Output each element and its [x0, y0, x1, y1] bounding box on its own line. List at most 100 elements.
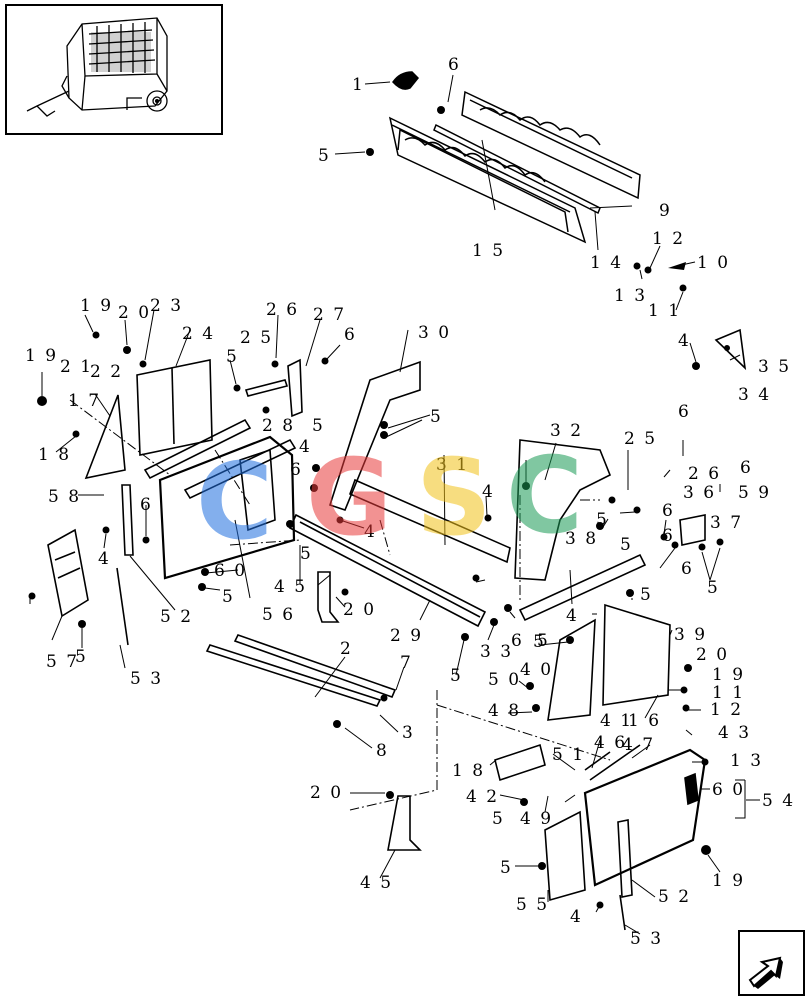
callout-label: 7: [400, 653, 413, 673]
right-side-parts: [387, 439, 707, 931]
callout-label: 2 9: [390, 626, 423, 646]
callout-label: 5: [640, 585, 653, 605]
callout-label: 5 7: [46, 652, 79, 672]
callout-label: 1 7: [68, 391, 101, 411]
callout-label: 1 2: [710, 700, 743, 720]
part-34-plate: [714, 328, 747, 371]
callout-label: 4 1: [600, 711, 633, 731]
callout-label: 5 3: [630, 929, 663, 949]
next-page-arrow-button[interactable]: [738, 930, 805, 996]
callout-label: 5 3: [130, 669, 163, 689]
callout-label: 5: [318, 146, 331, 166]
callout-label: 1 9: [80, 296, 113, 316]
callout-label: 1: [352, 75, 365, 95]
callout-label: 4: [678, 331, 691, 351]
callout-label: 1 0: [697, 253, 730, 273]
callout-label: 4 5: [360, 873, 393, 893]
callout-label: 4: [98, 549, 111, 569]
watermark-letter-g: G: [306, 437, 393, 559]
part-34-hole: [724, 345, 730, 351]
callout-label: 5 5: [516, 895, 549, 915]
callout-label: 6: [448, 55, 461, 75]
callout-label: 4 6: [594, 733, 627, 753]
callout-label: 4: [364, 522, 377, 542]
callout-label: 6: [344, 325, 357, 345]
arrow-icon: [748, 956, 783, 989]
callout-label: 2 6: [266, 300, 299, 320]
callout-label: 6: [678, 402, 691, 422]
callout-label: 4 3: [718, 723, 751, 743]
callout-label: 5: [430, 407, 443, 427]
callout-label: 6: [740, 458, 753, 478]
callout-label: 2 5: [624, 429, 657, 449]
callout-label: 1 2: [652, 229, 685, 249]
callout-label: 4 8: [488, 701, 521, 721]
callout-label: 2 7: [313, 305, 346, 325]
callout-label: 6: [140, 495, 153, 515]
callout-label: 3 9: [674, 625, 707, 645]
callout-label: 5: [75, 647, 88, 667]
callout-label: 5: [596, 510, 609, 530]
leader-lines: [29, 74, 760, 935]
callout-label: 6: [290, 460, 303, 480]
callout-label: 3 2: [550, 421, 583, 441]
callout-label: 4 0: [520, 660, 553, 680]
callout-label: 5: [492, 809, 505, 829]
callout-label: 6: [662, 501, 675, 521]
callout-label: 5 2: [658, 887, 691, 907]
callout-label: 4: [482, 482, 495, 502]
callout-label: 1 5: [472, 241, 505, 261]
front-hardware: [366, 106, 700, 370]
callout-label: 4: [570, 907, 583, 927]
callout-label: 5: [222, 587, 235, 607]
watermark-letter-c2: C: [506, 435, 584, 557]
callout-label: 5: [450, 666, 463, 686]
callout-label: 3 6: [683, 483, 716, 503]
callout-label: 2 4: [182, 324, 215, 344]
callout-label: 1 8: [38, 445, 71, 465]
watermark-letter-s: S: [416, 437, 492, 559]
callout-label: 6 0: [712, 780, 745, 800]
callout-label: 3 8: [565, 529, 598, 549]
callout-label: 2 0: [118, 303, 151, 323]
callout-label: 5 8: [48, 487, 81, 507]
callout-label: 4: [566, 606, 579, 626]
callout-label: 6: [662, 526, 675, 546]
callout-label: 4: [299, 437, 312, 457]
callout-label: 5: [500, 858, 513, 878]
callout-label: 5 9: [738, 483, 771, 503]
callout-label: 5 6: [262, 605, 295, 625]
callout-label: 4 9: [520, 809, 553, 829]
callout-label: 1 9: [712, 665, 745, 685]
callout-label: 1 3: [614, 286, 647, 306]
callout-label: 5 2: [160, 607, 193, 627]
callout-label: 2 8: [262, 416, 295, 436]
baler-thumbnail-drawing: [26, 17, 168, 117]
callout-labels: 1 6 5 9 1 5 1 4 1 2 1 0 1 3 1 1 1 9 2 0 …: [25, 55, 795, 949]
callout-label: 1 6: [628, 711, 661, 731]
callout-label: 2: [340, 639, 353, 659]
callout-label: 5: [226, 347, 239, 367]
callout-label: 2 2: [90, 362, 123, 382]
callout-label: 5 4: [762, 791, 795, 811]
callout-label: 5: [300, 544, 313, 564]
right-hardware: [386, 482, 724, 909]
callout-label: 9: [659, 201, 672, 221]
callout-label: 2 3: [150, 296, 183, 316]
callout-label: 1 9: [712, 871, 745, 891]
machine-thumbnail: [5, 4, 223, 135]
callout-label: 8: [376, 741, 389, 761]
callout-label: 2 0: [310, 783, 343, 803]
callout-label: 6 0: [214, 561, 247, 581]
callout-label: 3 1: [436, 455, 469, 475]
callout-label: 3: [402, 723, 415, 743]
callout-label: 1 8: [452, 761, 485, 781]
callout-label: 2 6: [688, 464, 721, 484]
callout-label: 2 0: [343, 600, 376, 620]
watermark-letter-c1: C: [196, 441, 274, 563]
callout-label: 3 0: [418, 323, 451, 343]
callout-label: 2 1: [60, 357, 93, 377]
center-lines: [69, 399, 611, 811]
